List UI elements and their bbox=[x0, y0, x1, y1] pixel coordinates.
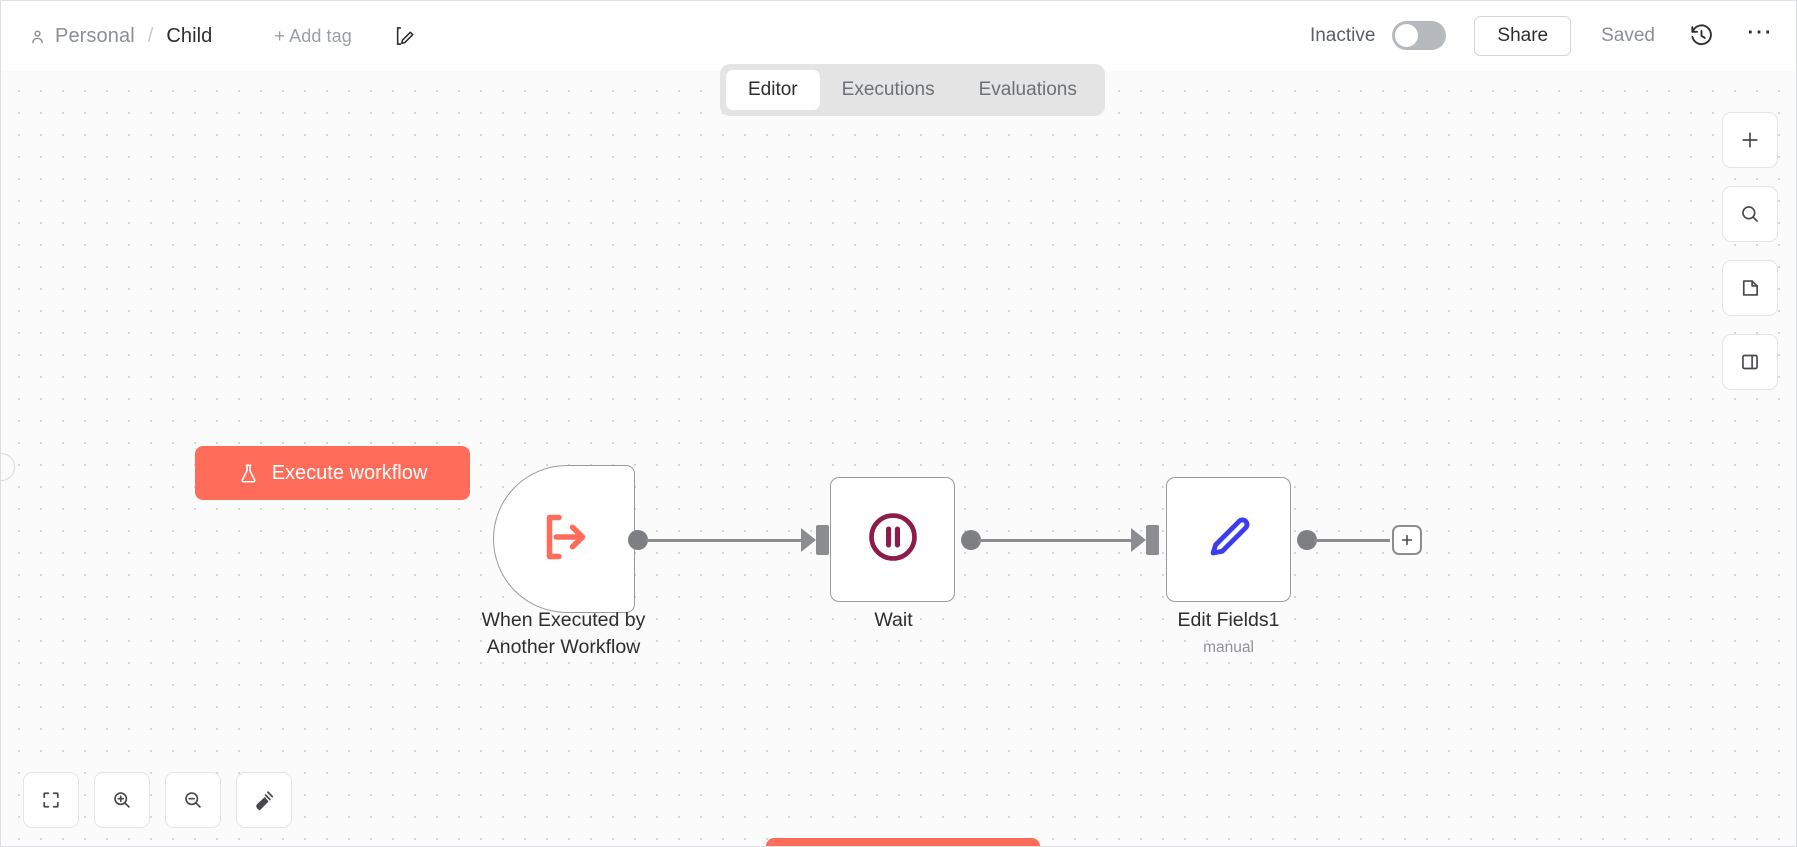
node-label-trigger: When Executed by Another Workflow bbox=[481, 609, 646, 658]
input-arrow-wait bbox=[801, 528, 816, 552]
edit-note-icon[interactable] bbox=[394, 25, 416, 47]
node-subtitle-edit-fields: manual bbox=[1203, 639, 1254, 656]
add-tag-button[interactable]: + Add tag bbox=[274, 25, 352, 46]
workflow-tabs: Editor Executions Evaluations bbox=[720, 64, 1105, 116]
node-label-edit-fields: Edit Fields1 bbox=[1177, 609, 1280, 631]
node-edit-fields1[interactable] bbox=[1166, 477, 1291, 602]
search-nodes-button[interactable] bbox=[1722, 186, 1778, 242]
connection-edit-fields-to-add[interactable] bbox=[1314, 539, 1390, 542]
add-sticky-note-button[interactable] bbox=[1722, 260, 1778, 316]
output-connector-trigger[interactable] bbox=[628, 530, 648, 550]
pencil-icon bbox=[1200, 508, 1258, 571]
connection-trigger-to-wait[interactable] bbox=[646, 539, 806, 542]
workflow-canvas[interactable]: Execute workflow When Executed by Anothe… bbox=[1, 71, 1796, 846]
share-button[interactable]: Share bbox=[1474, 15, 1572, 57]
toggle-knob bbox=[1395, 24, 1419, 48]
connection-wait-to-edit-fields[interactable] bbox=[978, 539, 1136, 542]
add-next-node-button[interactable] bbox=[1392, 525, 1422, 555]
node-wait[interactable] bbox=[830, 477, 955, 602]
zoom-out-button[interactable] bbox=[165, 772, 221, 828]
active-state-label: Inactive bbox=[1309, 24, 1376, 46]
page-title[interactable]: Child bbox=[166, 24, 213, 47]
node-when-executed-by-another-workflow[interactable] bbox=[493, 465, 635, 613]
input-connector-wait[interactable] bbox=[816, 525, 829, 555]
tidy-up-button[interactable] bbox=[236, 772, 292, 828]
tab-evaluations[interactable]: Evaluations bbox=[978, 79, 1077, 100]
canvas-zoom-toolbar bbox=[23, 772, 292, 828]
output-connector-edit-fields[interactable] bbox=[1297, 530, 1317, 550]
input-arrow-edit-fields bbox=[1131, 528, 1146, 552]
add-node-button[interactable] bbox=[1722, 112, 1778, 168]
node-label-wait: Wait bbox=[874, 609, 913, 631]
zoom-in-button[interactable] bbox=[94, 772, 150, 828]
offscreen-node-marker bbox=[1, 453, 15, 481]
tab-editor[interactable]: Editor bbox=[726, 70, 820, 110]
execute-workflow-button-bottom[interactable]: Execute workflow bbox=[766, 838, 1040, 846]
execute-workflow-button-canvas[interactable]: Execute workflow bbox=[195, 446, 470, 500]
person-icon bbox=[29, 28, 46, 45]
breadcrumb-project[interactable]: Personal bbox=[55, 24, 135, 47]
save-status-label: Saved bbox=[1601, 24, 1655, 46]
ellipsis-icon[interactable]: ⋯ bbox=[1746, 15, 1774, 46]
execute-sub-workflow-trigger-icon bbox=[534, 507, 594, 572]
breadcrumb: Personal / Child + Add tag bbox=[29, 25, 416, 48]
execute-workflow-label-canvas: Execute workflow bbox=[271, 461, 428, 484]
app-header: Personal / Child + Add tag Inactive Shar… bbox=[1, 1, 1796, 71]
flask-icon bbox=[238, 462, 259, 485]
zoom-to-fit-button[interactable] bbox=[23, 772, 79, 828]
activate-workflow-toggle[interactable] bbox=[1392, 21, 1447, 51]
breadcrumb-separator: / bbox=[147, 24, 154, 47]
toggle-panel-button[interactable] bbox=[1722, 334, 1778, 390]
tab-executions[interactable]: Executions bbox=[841, 79, 935, 100]
input-connector-edit-fields[interactable] bbox=[1146, 525, 1159, 555]
header-actions: Inactive Share Saved ⋯ bbox=[1309, 15, 1774, 57]
pause-circle-icon bbox=[865, 509, 921, 570]
canvas-side-toolbar bbox=[1722, 112, 1778, 390]
output-connector-wait[interactable] bbox=[961, 530, 981, 550]
history-clock-icon[interactable] bbox=[1689, 23, 1714, 48]
